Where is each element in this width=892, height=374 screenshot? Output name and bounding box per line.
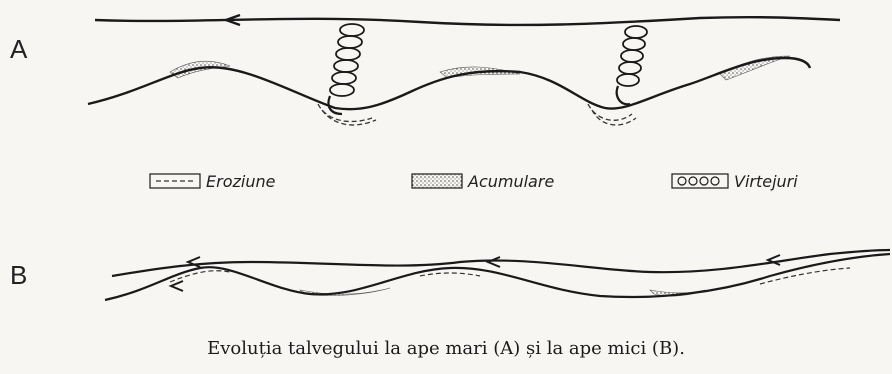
panel-b-arrow-4 (171, 281, 183, 291)
panel-a-accumulation-1 (170, 61, 230, 78)
legend-vortices-label: Virtejuri (734, 172, 798, 191)
panel-a-erosion-1 (318, 104, 372, 122)
panel-a-erosion-2 (322, 110, 376, 125)
panel-label-b: B (10, 260, 27, 291)
panel-b-erosion-1 (170, 271, 230, 282)
legend-erosion-label: Eroziune (206, 172, 275, 191)
panel-a-erosion-4 (592, 110, 636, 125)
figure-caption: Evoluția talvegului la ape mari (A) și l… (0, 338, 892, 359)
panel-label-a: A (10, 34, 27, 65)
panel-b-diagram (105, 250, 890, 300)
talweg-diagram (0, 0, 892, 330)
panel-a-diagram (88, 15, 840, 125)
legend-vortices: Virtejuri (672, 172, 798, 191)
panel-a-vortex-2 (617, 26, 647, 104)
legend-accumulation-label: Acumulare (468, 172, 554, 191)
panel-a-vortex-1 (329, 24, 365, 114)
legend-erosion: Eroziune (150, 172, 275, 191)
panel-b-arrow-2 (488, 257, 500, 267)
panel-a-upper-bank (95, 17, 840, 25)
panel-b-erosion-2 (420, 273, 480, 276)
legend-accumulation: Acumulare (412, 172, 554, 191)
